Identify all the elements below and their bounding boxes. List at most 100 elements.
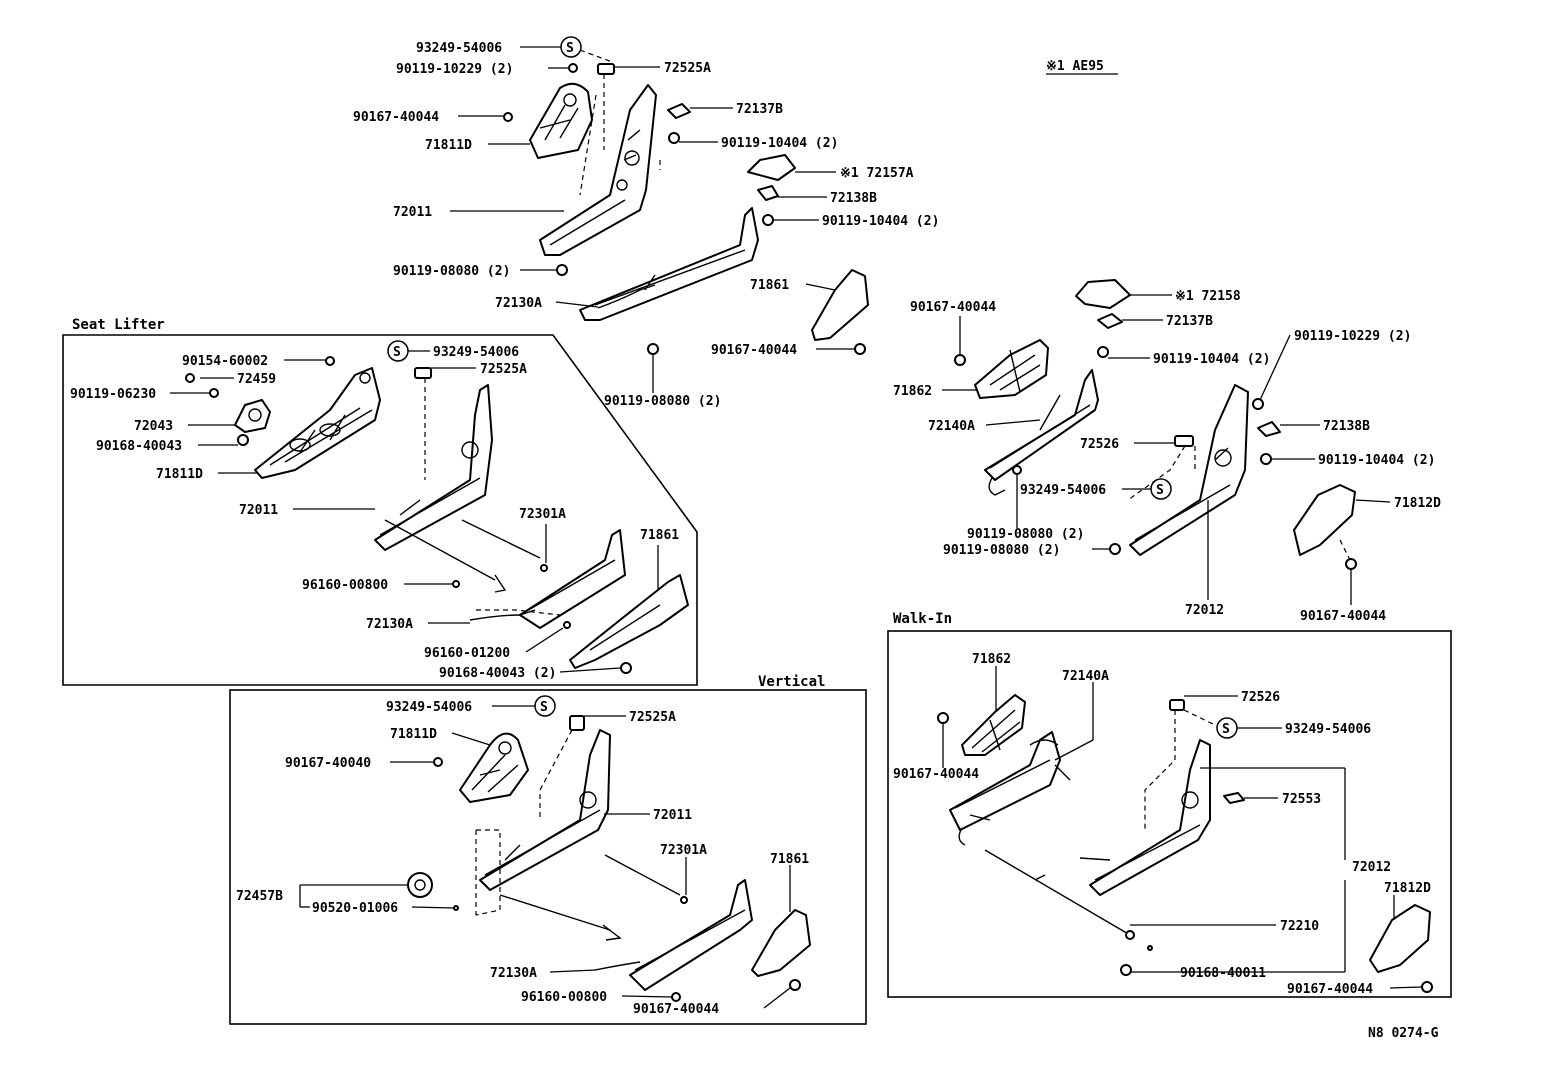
part-label: 72012: [1352, 860, 1391, 875]
part-label: 90167-40044: [893, 767, 979, 782]
part-label: 72525A: [480, 362, 527, 377]
part-label: 72553: [1282, 792, 1321, 807]
part-label: 72525A: [629, 710, 676, 725]
part-label: 93249-54006: [433, 345, 519, 360]
s-mark-d: S: [534, 695, 556, 717]
part-label: 72301A: [660, 843, 707, 858]
part-label: 93249-54006: [386, 700, 472, 715]
part-label: 72138B: [1323, 419, 1370, 434]
diagram-code: N8 0274-G: [1368, 1026, 1439, 1041]
part-label: 72138B: [830, 191, 877, 206]
part-label: 72130A: [366, 617, 413, 632]
s-mark-b: S: [1150, 478, 1172, 500]
part-label: 71811D: [390, 727, 437, 742]
s-mark-c: S: [387, 340, 409, 362]
part-label: 90119-10404 (2): [822, 214, 939, 229]
part-label: 93249-54006: [416, 41, 502, 56]
leaders-group-d: [299, 705, 791, 1009]
part-label: 90119-08080 (2): [967, 527, 1084, 542]
part-label: 90154-60002: [182, 354, 268, 369]
labels-group-c: 93249-54006 90154-60002 72525A 90119-062…: [70, 345, 679, 681]
part-label: 72130A: [490, 966, 537, 981]
s-mark-e: S: [1216, 717, 1238, 739]
part-label: 72137B: [736, 102, 783, 117]
part-label: 90167-40044: [1287, 982, 1373, 997]
part-label: 90167-40044: [633, 1002, 719, 1017]
part-label: 90167-40044: [1300, 609, 1386, 624]
part-label: 90167-40044: [910, 300, 996, 315]
part-label: 90119-10229 (2): [1294, 329, 1411, 344]
part-label: 96160-00800: [521, 990, 607, 1005]
svg-text:S: S: [566, 41, 574, 56]
part-label: 96160-01200: [424, 646, 510, 661]
walk-in-frame: [887, 630, 1452, 998]
part-label: 90167-40044: [353, 110, 439, 125]
group-e-parts: [937, 694, 1433, 993]
leaders-group-b: [942, 294, 1391, 605]
leaders-group-e: [942, 666, 1423, 989]
part-label: 72011: [393, 205, 432, 220]
part-label: ※1 72158: [1175, 289, 1241, 304]
part-label: 93249-54006: [1285, 722, 1371, 737]
part-label: 72137B: [1166, 314, 1213, 329]
svg-text:S: S: [1222, 722, 1230, 737]
seat-lifter-frame: [62, 334, 698, 686]
leaders-group-c: [170, 350, 659, 673]
part-label: 71861: [770, 852, 809, 867]
part-label: 90119-06230: [70, 387, 156, 402]
walk-in-title: Walk-In: [893, 611, 952, 627]
part-label: 71862: [972, 652, 1011, 667]
part-label: 72130A: [495, 296, 542, 311]
vertical-frame: [229, 689, 867, 1025]
part-label: 71811D: [425, 138, 472, 153]
group-c-parts: [185, 356, 689, 674]
part-label: 90119-10404 (2): [721, 136, 838, 151]
svg-text:S: S: [1156, 483, 1164, 498]
part-label: 72459: [237, 372, 276, 387]
part-label: 90119-08080 (2): [943, 543, 1060, 558]
labels-group-d: 93249-54006 72525A 71811D 90167-40040 72…: [236, 700, 809, 1017]
group-a-parts: [503, 49, 869, 355]
part-label: 90168-40043 (2): [439, 666, 556, 681]
part-label: 72457B: [236, 889, 283, 904]
part-label: 72043: [134, 419, 173, 434]
part-label: 90119-10404 (2): [1153, 352, 1270, 367]
part-label: 72011: [653, 808, 692, 823]
group-d-parts: [407, 715, 811, 1002]
part-label: 72210: [1280, 919, 1319, 934]
part-label: 71862: [893, 384, 932, 399]
part-label: 93249-54006: [1020, 483, 1106, 498]
seat-lifter-title: Seat Lifter: [72, 317, 165, 333]
s-mark-a: S: [560, 36, 582, 58]
part-label: 71861: [640, 528, 679, 543]
labels-group-b: 90167-40044 ※1 72158 72137B 90119-10229 …: [893, 289, 1441, 624]
part-label: 90119-08080 (2): [393, 264, 510, 279]
part-label: 72140A: [1062, 669, 1109, 684]
part-label: 72012: [1185, 603, 1224, 618]
part-label: 72140A: [928, 419, 975, 434]
part-label: 90119-10229 (2): [396, 62, 513, 77]
part-label: 72526: [1241, 690, 1280, 705]
group-b-parts: [954, 279, 1357, 570]
part-label: 71811D: [156, 467, 203, 482]
part-label: 90520-01006: [312, 901, 398, 916]
part-label: 71812D: [1394, 496, 1441, 511]
part-label: ※1 72157A: [840, 166, 914, 181]
part-label: 90168-40011: [1180, 966, 1266, 981]
leaders-group-a: [450, 46, 855, 393]
svg-text:S: S: [393, 345, 401, 360]
part-label: 96160-00800: [302, 578, 388, 593]
svg-text:S: S: [540, 700, 548, 715]
part-label: 90167-40044: [711, 343, 797, 358]
vertical-title: Vertical: [758, 674, 825, 690]
note-header: ※1 AE95: [1046, 59, 1104, 74]
part-label: 72526: [1080, 437, 1119, 452]
part-label: 71812D: [1384, 881, 1431, 896]
part-label: 72011: [239, 503, 278, 518]
part-label: 90119-08080 (2): [604, 394, 721, 409]
labels-group-e: 71862 72140A 72526 93249-54006 90167-400…: [893, 652, 1431, 997]
part-label: 71861: [750, 278, 789, 293]
part-label: 72525A: [664, 61, 711, 76]
part-label: 90168-40043: [96, 439, 182, 454]
